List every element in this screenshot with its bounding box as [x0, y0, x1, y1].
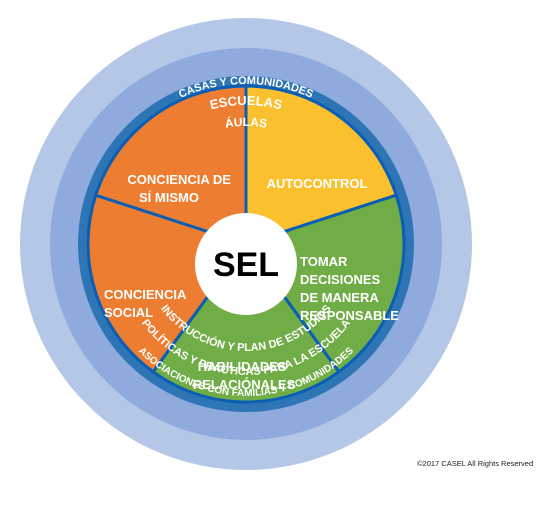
- copyright-notice: ©2017 CASEL All Rights Reserved: [417, 459, 534, 468]
- label-self-awareness-line1: CONCIENCIA DE: [127, 172, 231, 187]
- label-decision-making-line1: TOMAR: [300, 254, 348, 269]
- label-self-awareness-line2: SÍ MISMO: [139, 190, 199, 205]
- sel-center-circle: [195, 213, 297, 315]
- label-self-management: AUTOCONTROL: [267, 176, 368, 191]
- ring-label-classrooms: ÁULAS: [224, 115, 268, 131]
- label-decision-making: TOMAR DECISIONES DE MANERA RESPONSABLE: [300, 254, 399, 323]
- segment-social-awareness: [151, 241, 341, 404]
- segment-decision-making: [244, 84, 399, 247]
- label-decision-making-line3: DE MANERA: [300, 290, 379, 305]
- label-decision-making-line2: DECISIONES: [300, 272, 381, 287]
- label-social-awareness-line1: CONCIENCIA: [104, 287, 187, 302]
- label-relationship-skills-line2: RELACIÓNALES: [193, 377, 296, 392]
- label-self-management-line1: AUTOCONTROL: [267, 176, 368, 191]
- sel-center-label: SEL: [213, 246, 279, 284]
- label-decision-making-line4: RESPONSABLE: [300, 308, 399, 323]
- label-relationship-skills: HABILIDADES RELACIÓNALES: [193, 359, 296, 392]
- label-social-awareness-line2: SOCIAL: [104, 305, 153, 320]
- label-relationship-skills-line1: HABILIDADES: [198, 359, 287, 374]
- segment-self-management: [93, 84, 248, 247]
- segment-labels: CONCIENCIA DE SÍ MISMO AUTOCONTROL TOMAR…: [104, 172, 399, 392]
- ring-label-schools: ESCUELAS: [208, 93, 284, 112]
- label-social-awareness: CONCIENCIA SOCIAL: [104, 287, 189, 320]
- label-self-awareness: CONCIENCIA DE SÍ MISMO: [127, 172, 234, 205]
